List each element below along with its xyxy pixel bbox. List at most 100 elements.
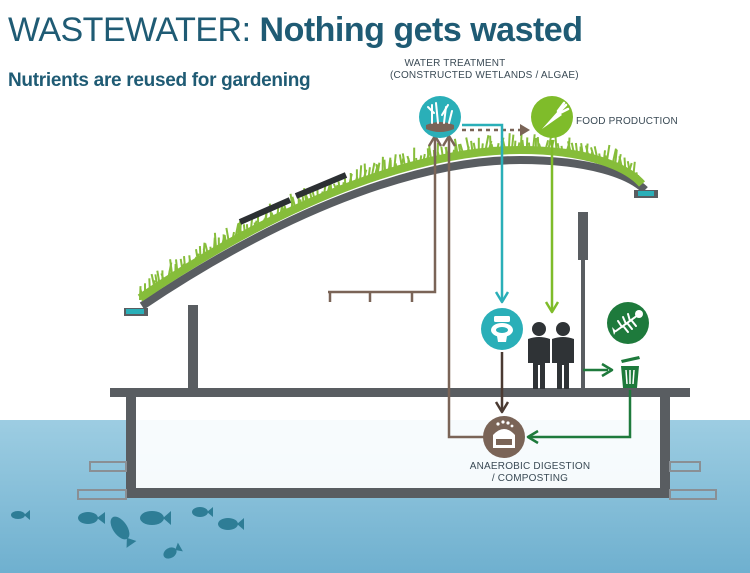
grass-blade xyxy=(237,222,244,238)
grass-blade xyxy=(590,147,596,162)
grass-blade xyxy=(213,232,218,253)
grass-blade xyxy=(531,134,536,153)
grass-blade xyxy=(453,138,460,158)
grass-blade xyxy=(567,141,573,157)
reeds-icon xyxy=(419,96,461,138)
grass-blade xyxy=(635,172,639,182)
grass-blade xyxy=(329,183,333,196)
grass-blade xyxy=(440,146,445,161)
grass-blade xyxy=(304,194,311,205)
grass-blade xyxy=(183,256,187,271)
grass-blade xyxy=(223,234,228,247)
grass-blade xyxy=(611,148,617,167)
grass-blade xyxy=(554,135,558,154)
grass-blade xyxy=(418,155,423,166)
grass-blade xyxy=(495,143,500,153)
treatment-to-toilet-arrow xyxy=(462,123,510,304)
toilet-icon xyxy=(481,308,523,350)
grass-blade xyxy=(319,191,324,200)
grass-blade xyxy=(593,146,599,162)
grass-blade xyxy=(480,143,484,155)
grass-blade xyxy=(436,151,442,162)
food-to-people-arrow xyxy=(544,140,560,314)
grass-blade xyxy=(301,195,306,208)
grass-blade xyxy=(490,143,495,154)
grass-blade xyxy=(233,223,240,243)
grass-blade xyxy=(202,248,207,259)
grass-blade xyxy=(156,270,161,287)
grass-blade xyxy=(472,142,477,156)
label-food-production: FOOD PRODUCTION xyxy=(576,116,678,127)
roof xyxy=(139,155,648,310)
treatment-to-food-arrow xyxy=(462,124,530,136)
people-icon xyxy=(528,322,574,389)
title-prefix: WASTEWATER: xyxy=(8,11,260,49)
grass-blade xyxy=(401,153,407,170)
grass-blade xyxy=(537,143,543,153)
grass-blade xyxy=(204,243,210,258)
grass-blade xyxy=(280,205,287,217)
label-anaerobic-digestion: ANAEROBIC DIGESTION / COMPOSTING xyxy=(460,461,600,485)
grass-blade xyxy=(283,205,289,215)
grass-blade xyxy=(209,246,213,256)
grass-blade xyxy=(618,156,624,172)
grass-blade xyxy=(513,140,517,153)
grass-blade xyxy=(519,132,523,153)
grass-blade xyxy=(516,142,521,153)
grass-blade xyxy=(543,140,550,154)
fish-bone-icon xyxy=(607,302,649,344)
grass-blade xyxy=(406,155,413,169)
grass-blade xyxy=(426,148,430,164)
grass-blades xyxy=(139,132,641,301)
grass-blade xyxy=(291,196,297,211)
grass-blade xyxy=(451,149,456,159)
grass-blade xyxy=(367,167,371,182)
grass-blade xyxy=(510,134,515,153)
grass-blade xyxy=(230,231,235,244)
grass-blade xyxy=(245,224,249,235)
grass-blade xyxy=(375,163,381,178)
grass-blade xyxy=(613,149,618,168)
grass-blade xyxy=(198,246,202,262)
grass-blade xyxy=(341,182,345,191)
grass-blade xyxy=(598,153,602,163)
page-title: WASTEWATER: Nothing gets wasted xyxy=(8,10,583,50)
grass-blade xyxy=(358,165,363,185)
grass-blade xyxy=(363,163,367,183)
carrot-icon xyxy=(531,96,573,138)
grass-blade xyxy=(623,157,627,174)
label-water-treatment-line1: WATER TREATMENT xyxy=(404,58,506,69)
grass-blade xyxy=(188,255,192,268)
grass-blade xyxy=(637,174,641,185)
page-subtitle: Nutrients are reused for gardening xyxy=(8,70,311,91)
grass-blade xyxy=(626,161,632,177)
grass-blade xyxy=(370,162,376,181)
grass-blade xyxy=(160,273,166,284)
right-wall xyxy=(578,212,588,388)
house-hull xyxy=(77,395,717,500)
grass-blade xyxy=(349,172,353,188)
grass-blade xyxy=(398,154,404,171)
grass-blade xyxy=(175,259,179,276)
grass-blade xyxy=(222,234,226,248)
grass-blade xyxy=(580,143,585,159)
solar-panels xyxy=(238,172,348,225)
grass-blade xyxy=(560,145,564,155)
grass-blade xyxy=(253,222,257,231)
grass-blade xyxy=(507,133,511,153)
grass-blade xyxy=(604,155,611,166)
grass-blade xyxy=(195,249,200,264)
grass-blade xyxy=(584,145,591,160)
grass-blade xyxy=(289,193,295,213)
grass-blade xyxy=(570,142,576,157)
floor-deck xyxy=(110,388,690,397)
grass-blade xyxy=(470,140,474,156)
grass-blade xyxy=(270,212,276,222)
grass-blade xyxy=(154,274,159,289)
grass-blade xyxy=(192,256,198,267)
bin-to-digester-arrow xyxy=(526,390,632,445)
grass-blade xyxy=(617,161,622,171)
toilet-to-digester-arrow xyxy=(494,352,510,414)
grass-blade xyxy=(459,143,465,157)
